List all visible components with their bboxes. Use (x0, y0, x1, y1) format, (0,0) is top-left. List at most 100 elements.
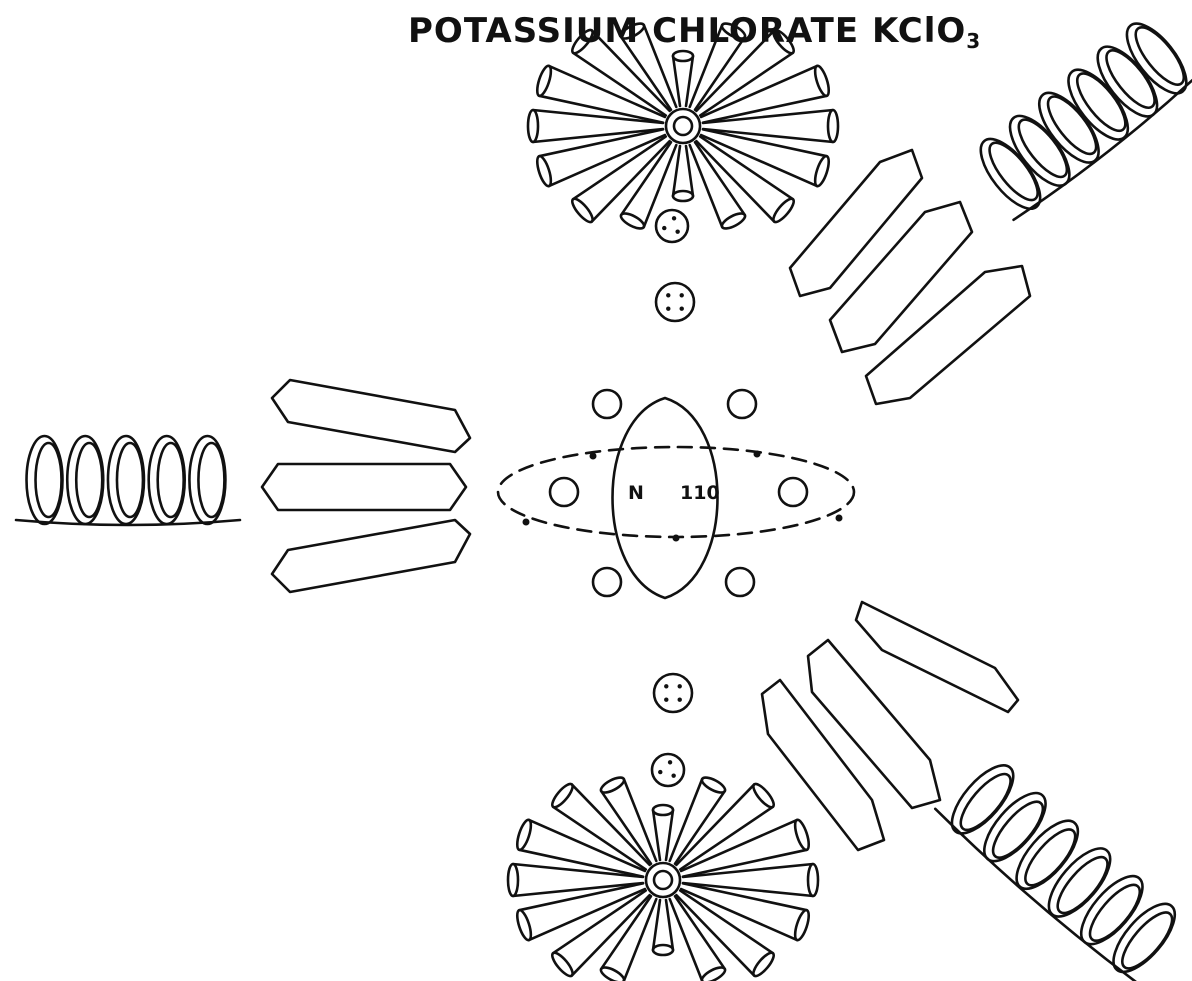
dotted-circle-dot (680, 293, 684, 297)
cone-end (653, 805, 673, 815)
cone-sides (703, 110, 833, 142)
cone-end (750, 781, 776, 810)
lower-right-prism (808, 640, 940, 808)
coil-loop-inner (1011, 113, 1075, 184)
cone-end (812, 155, 831, 188)
cone-end (792, 818, 811, 851)
cone-end (750, 950, 776, 979)
cone-end (619, 211, 646, 232)
coil-loop-inner (1069, 67, 1133, 138)
rosette-cone (508, 864, 643, 896)
small-circle (726, 568, 754, 596)
cone-end (599, 965, 626, 981)
cone-end (808, 864, 818, 896)
cone-end (812, 64, 831, 97)
cone-end (700, 775, 727, 796)
coil-loop-inner (158, 443, 184, 517)
dashed-ellipse (498, 447, 854, 537)
upper-right-prism (866, 266, 1030, 404)
rosette-outer-ring (666, 109, 700, 143)
cone-end (534, 64, 553, 97)
dotted-circle-dot (680, 307, 684, 311)
coil-body (964, 7, 1192, 224)
cone-sides (653, 900, 673, 950)
ellipse-dot (673, 535, 680, 542)
rosette-cone (653, 805, 673, 860)
cone-end (673, 191, 693, 201)
lower-right-coil (932, 748, 1192, 981)
cone-end (514, 818, 533, 851)
cone-end (653, 945, 673, 955)
coil-loop (942, 756, 1024, 843)
rosette-cone (673, 51, 693, 106)
coil-loop-inner (1018, 822, 1083, 892)
cone-end (534, 155, 553, 188)
coil-loop-inner (1115, 905, 1180, 975)
coil-tail (1014, 70, 1192, 224)
cone-end (528, 110, 538, 142)
cone-end (770, 196, 796, 225)
coil-loop-inner (117, 443, 143, 517)
central-ellipse-figure: N 110 (498, 390, 854, 598)
rosette-cone (528, 110, 663, 142)
cone-sides (683, 864, 813, 896)
upper-right-prism (830, 202, 972, 352)
dotted-circle-dot (666, 307, 670, 311)
center-label-n: N (628, 482, 644, 504)
title-subscript: 3 (966, 29, 981, 53)
left-coil (16, 436, 240, 525)
left-prism (272, 380, 470, 452)
ellipse-dot (590, 453, 597, 460)
rosette-cone (653, 900, 673, 955)
small-circle (593, 568, 621, 596)
left-prism (272, 520, 470, 592)
dotted-circle-dot (678, 684, 682, 688)
dotted-circle-dot (664, 698, 668, 702)
coil-loop-inner (1128, 20, 1192, 91)
ellipse-dot (836, 515, 843, 522)
cone-end (700, 965, 727, 981)
upper-right-prism (790, 150, 922, 296)
coil-loop-inner (76, 443, 102, 517)
dotted-circle-dot (666, 293, 670, 297)
dotted-circle-outline (654, 674, 692, 712)
dotted-circle (654, 674, 692, 712)
cone-end (599, 775, 626, 796)
cone-end (569, 196, 595, 225)
upper-right-coil (964, 7, 1192, 224)
ellipse-dot (523, 519, 530, 526)
coil-loop-inner (1040, 90, 1104, 161)
cone-end (792, 909, 811, 942)
coil-loop-inner (1082, 878, 1147, 948)
coil-loop-inner (1099, 44, 1163, 115)
dotted-circle-dot (672, 216, 676, 220)
dotted-circle (656, 210, 688, 242)
left-prism-group (262, 380, 470, 592)
left-prism (262, 464, 466, 510)
cone-sides (513, 864, 643, 896)
dotted-circle-dot (675, 229, 679, 233)
cone-end (514, 909, 533, 942)
coil-loop-inner (953, 767, 1018, 837)
center-label-number: 110 (680, 482, 720, 504)
lower-right-prism-group (762, 602, 1018, 850)
ellipse-dot (754, 451, 761, 458)
dotted-circle-dot (658, 770, 662, 774)
cone-sides (653, 810, 673, 860)
dotted-circle (656, 283, 694, 321)
cone-end (828, 110, 838, 142)
cone-end (673, 51, 693, 61)
coil-loop-inner (36, 443, 62, 517)
rosette-top (528, 21, 838, 232)
diagram-title: POTASSIUM CHLORATE KClO3 (408, 11, 981, 53)
coil-body (932, 748, 1192, 981)
small-circle (728, 390, 756, 418)
dotted-circle-outline (656, 283, 694, 321)
rosette-cone (683, 864, 818, 896)
coil-loop-inner (985, 795, 1050, 865)
upper-right-prism-group (790, 150, 1030, 404)
small-circle (593, 390, 621, 418)
dotted-circle-outline (652, 754, 684, 786)
cone-end (720, 211, 747, 232)
